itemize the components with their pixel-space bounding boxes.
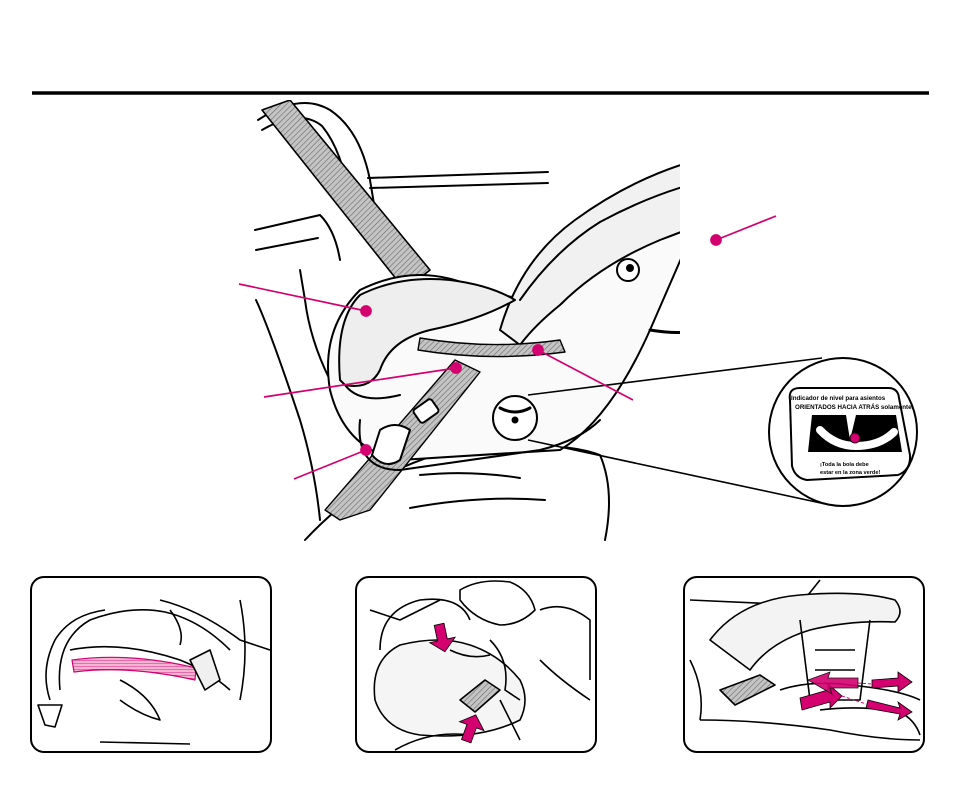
carrier-canopy xyxy=(499,164,680,346)
callout-lap-belt xyxy=(263,367,457,398)
main-car-seat-illustration xyxy=(254,100,711,541)
level-indicator-line1: Indicador de nivel para asientos xyxy=(791,395,886,402)
step-2-panel xyxy=(355,576,597,753)
level-indicator-magnified: Indicador de nivel para asientos ORIENTA… xyxy=(768,357,918,507)
callout-belt-path xyxy=(537,349,634,401)
step-1-panel xyxy=(30,576,272,753)
callout-handle xyxy=(238,283,367,312)
tighten-arrows-icon xyxy=(799,671,913,721)
shoulder-belt xyxy=(261,100,431,291)
carrier-base xyxy=(358,419,601,471)
level-indicator-line2: ORIENTADOS HACIA ATRÁS solamente. xyxy=(795,404,914,411)
level-indicator-line3: ¡Toda la bola debe xyxy=(820,462,869,468)
buckle-housing xyxy=(371,424,411,465)
lap-belt-strap xyxy=(417,337,566,358)
callout-lines xyxy=(238,215,777,480)
level-ball xyxy=(849,432,861,444)
callout-buckle xyxy=(293,449,367,480)
carrier-foot-end xyxy=(338,278,516,387)
step-1-belt-guide xyxy=(71,656,197,681)
step-3-panel xyxy=(683,576,925,753)
press-up-arrow-bottom xyxy=(458,714,485,744)
tether-strap xyxy=(700,228,711,330)
level-indicator-line4: estar en la zona verde! xyxy=(820,470,880,476)
press-down-arrow-top xyxy=(428,622,457,653)
callout-canopy-strap xyxy=(715,215,777,241)
level-zone-arc xyxy=(816,426,898,451)
belt-latch-plate xyxy=(412,398,440,424)
